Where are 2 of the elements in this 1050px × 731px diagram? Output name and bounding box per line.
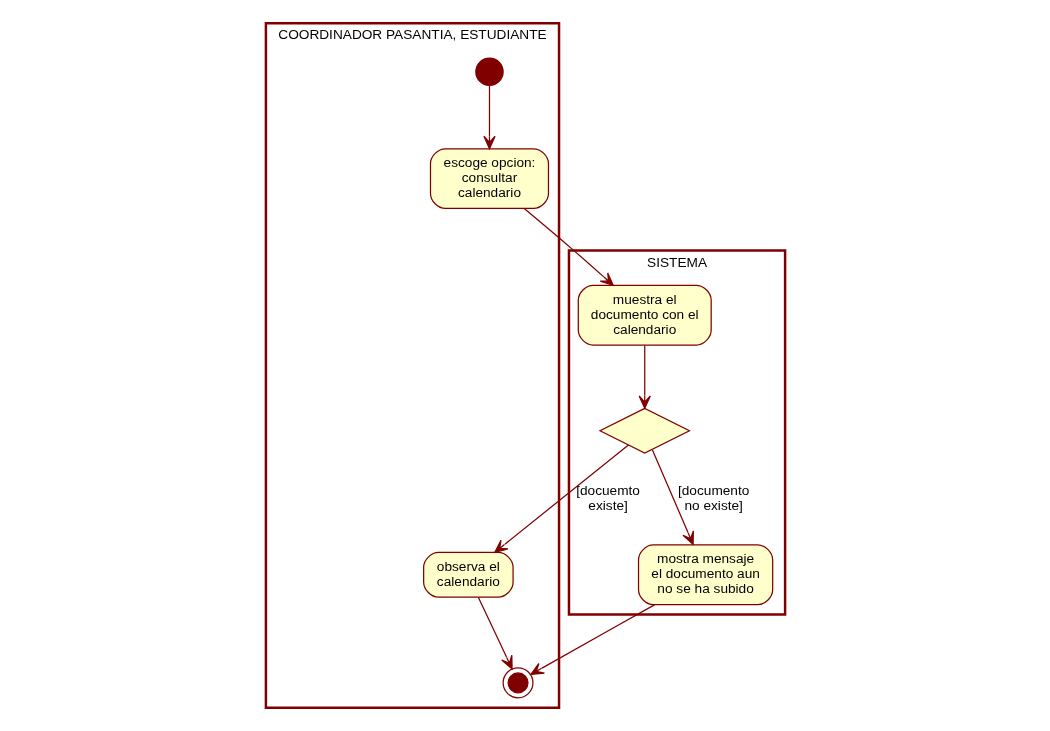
edge-label: [docuemto existe] [575,483,640,513]
edge-label: [documento no existe] [677,483,749,513]
